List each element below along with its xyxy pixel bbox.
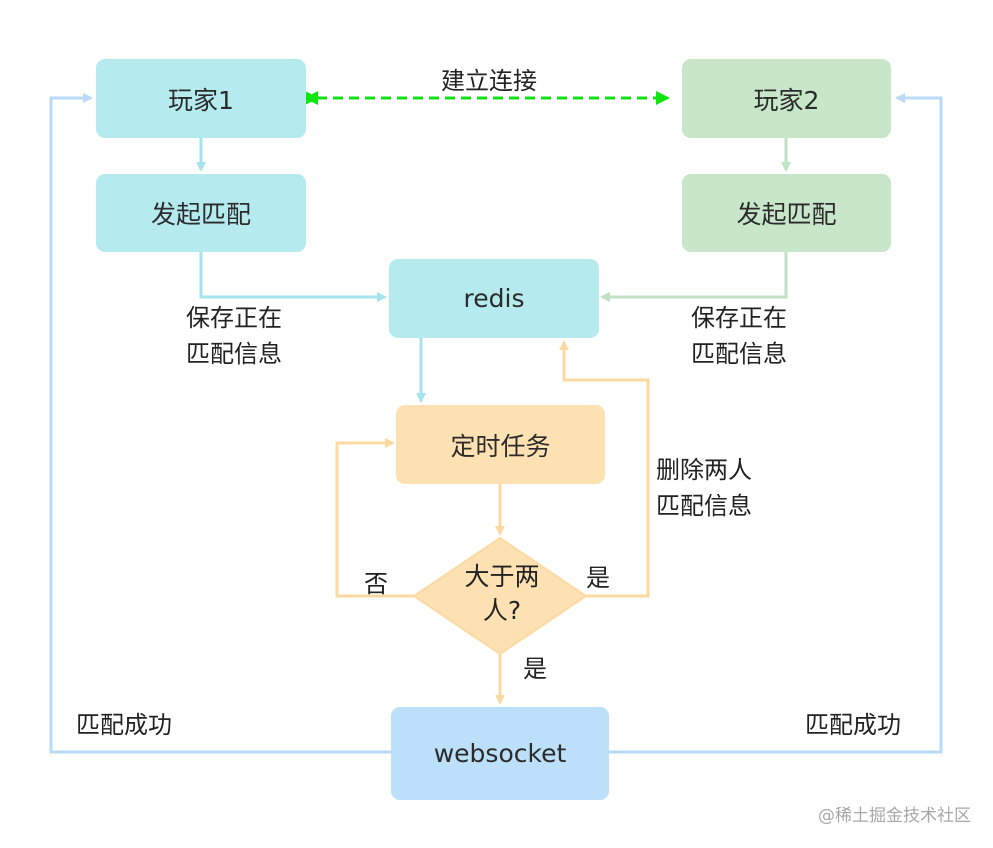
player1-label: 玩家1 [168,85,234,115]
yes-right-label: 是 [586,564,610,592]
websocket-to-player2-edge [609,93,943,754]
no-label: 否 [364,570,388,598]
match1-label: 发起匹配 [150,200,251,229]
decision-label: 大于两 人? [464,562,540,625]
delete-label: 删除两人 匹配信息 [656,456,752,520]
yes-down-label: 是 [523,655,547,683]
decision-yes-redis-edge [559,340,650,598]
player2-label: 玩家2 [753,85,820,115]
success-right-label: 匹配成功 [805,711,901,739]
task-label: 定时任务 [450,431,551,461]
match2-label: 发起匹配 [736,200,837,229]
decision-diamond [412,536,588,656]
success-left-label: 匹配成功 [76,711,172,739]
player1-node: 玩家1 [96,59,306,138]
save-right-label: 保存正在 匹配信息 [691,304,787,368]
watermark: @稀土掘金技术社区 [818,806,971,826]
player2-node: 玩家2 [682,59,891,138]
redis-node: redis [389,259,599,338]
save-left-label: 保存正在 匹配信息 [186,304,282,368]
connect-label: 建立连接 [441,67,537,95]
match1-node: 发起匹配 [96,174,306,252]
connect-arrow-left-icon [304,91,318,105]
match2-to-redis-edge [600,252,788,302]
websocket-node: websocket [391,707,609,800]
match2-node: 发起匹配 [682,174,891,252]
websocket-label: websocket [433,739,567,768]
websocket-to-player1-edge [49,93,391,754]
task-node: 定时任务 [396,405,605,484]
match1-to-redis-edge [199,252,387,302]
redis-label: redis [463,284,525,313]
decision-no-edge [335,438,414,598]
